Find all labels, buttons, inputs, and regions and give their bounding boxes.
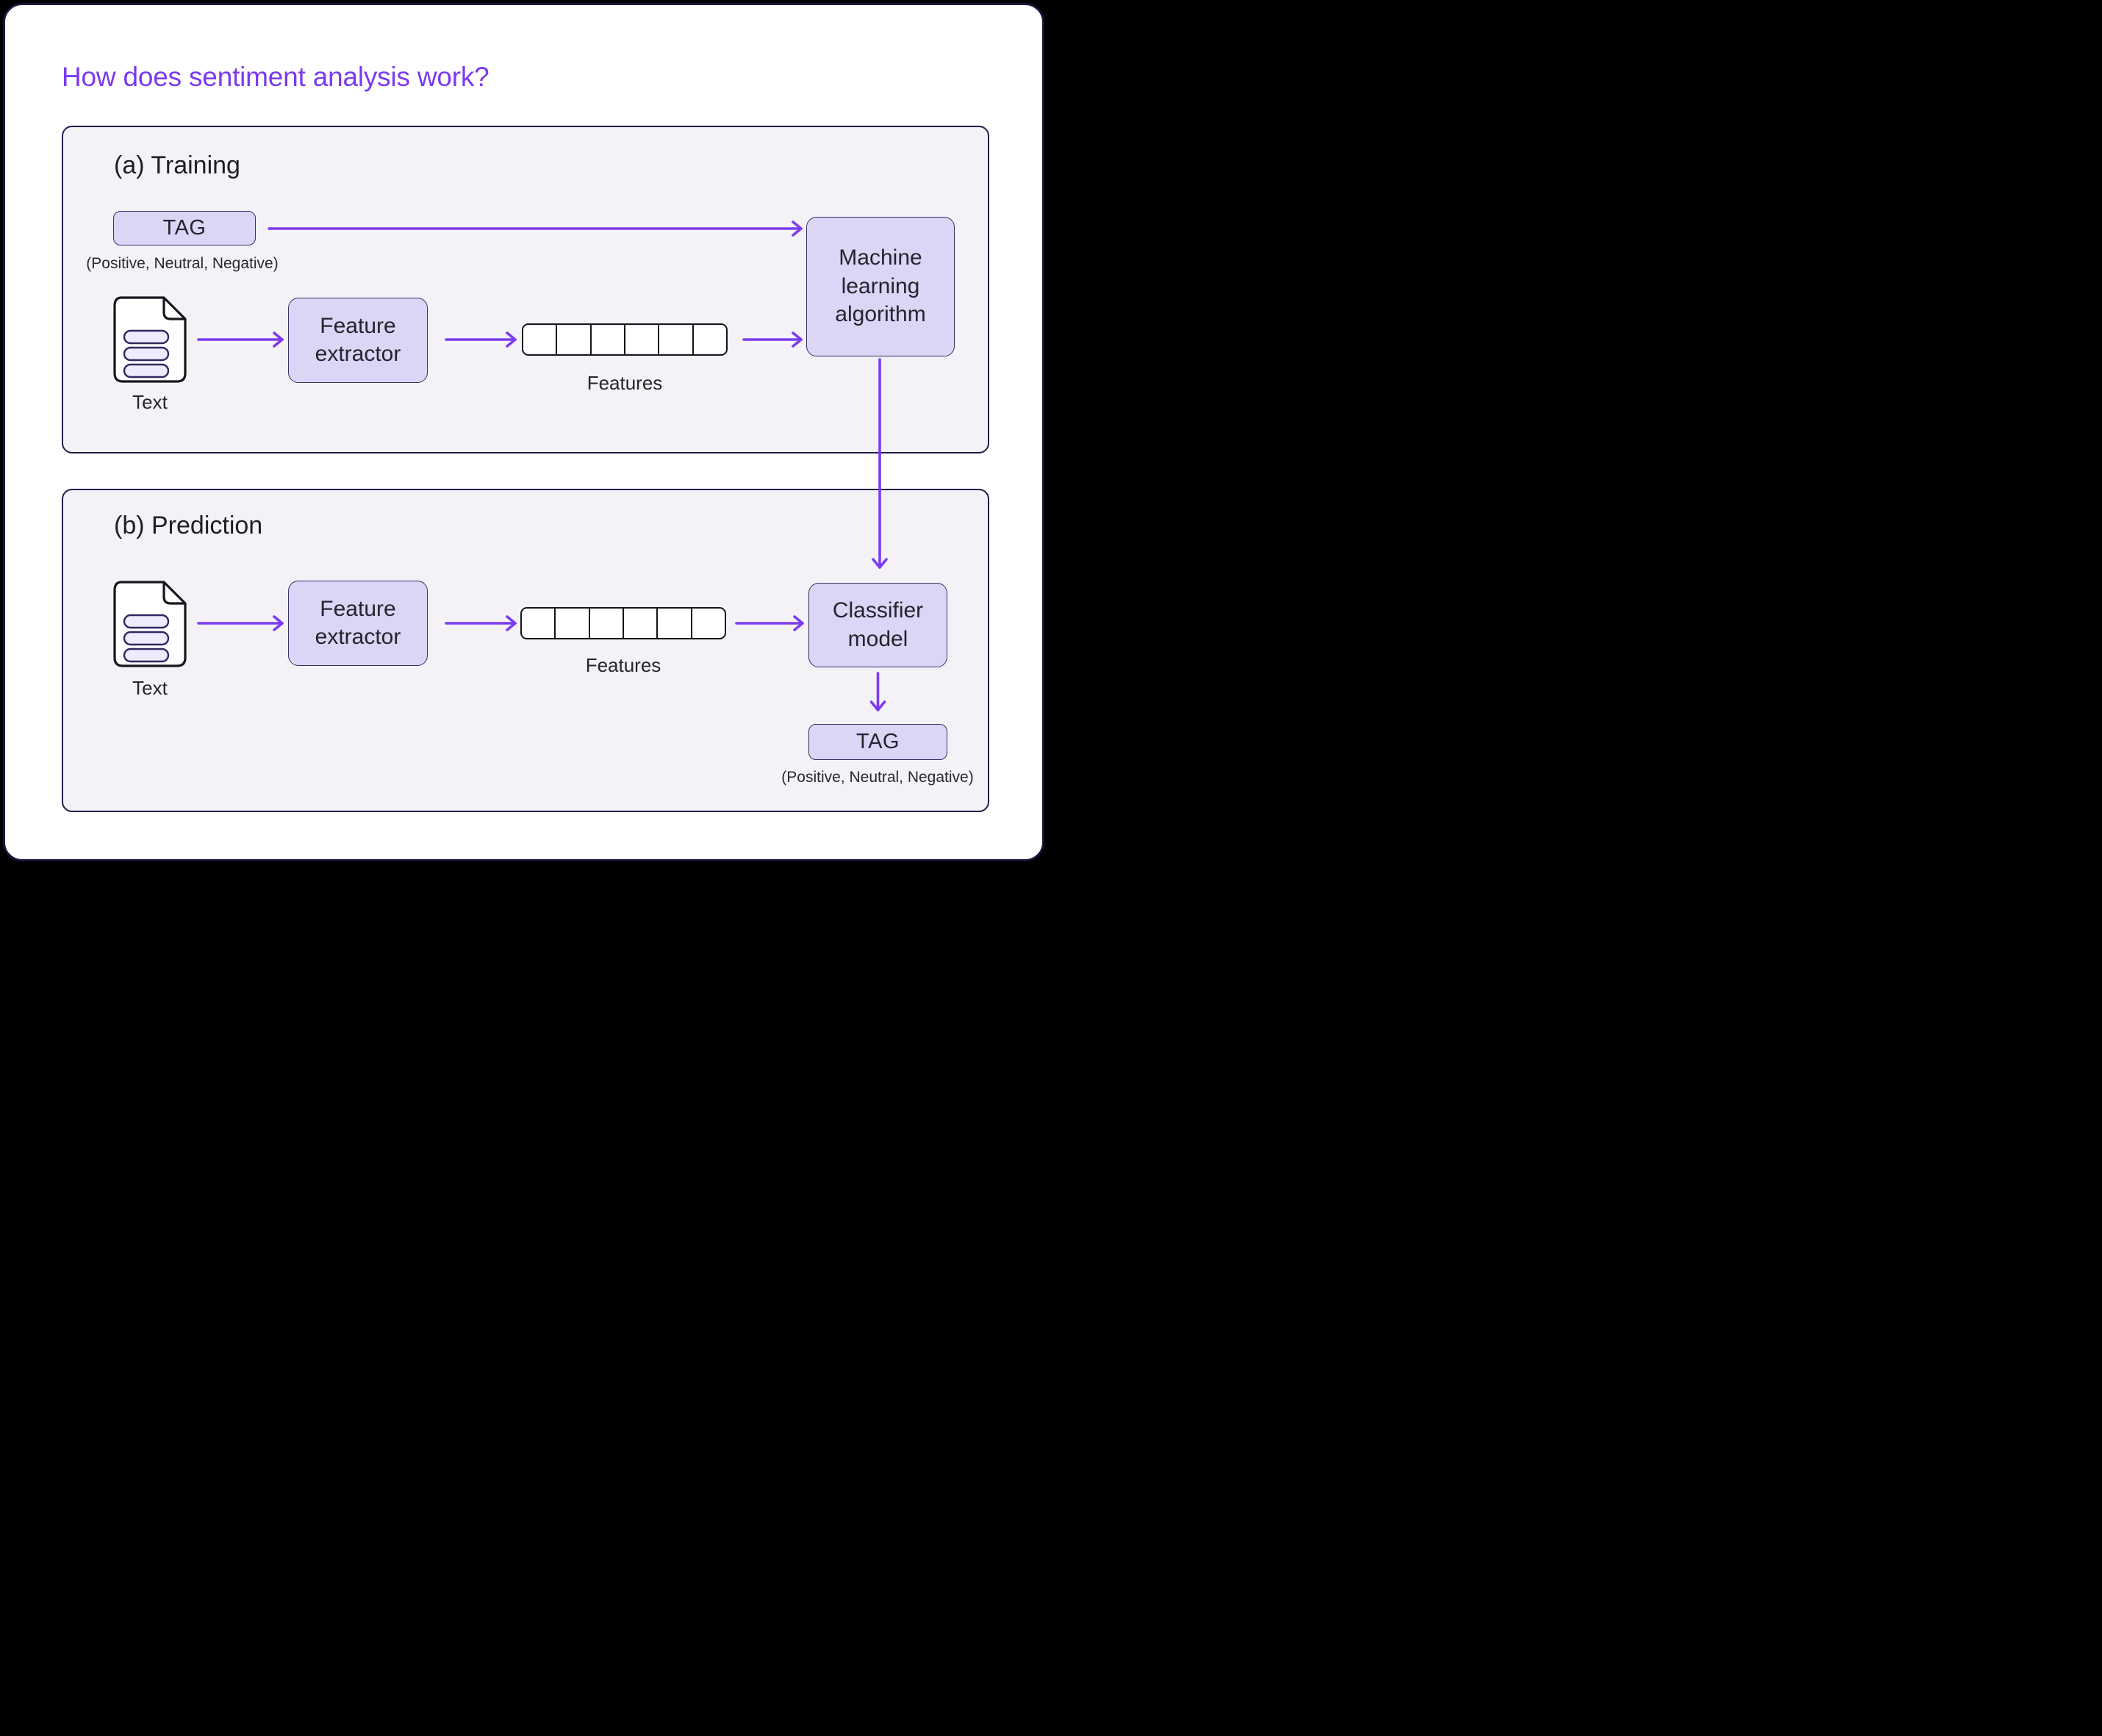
features-cell	[623, 325, 658, 354]
features-label-training: Features	[587, 372, 663, 394]
classifier-model-box: Classifier model	[808, 583, 947, 667]
tag-box-output: TAG	[808, 724, 947, 760]
tag-label: TAG	[856, 730, 900, 753]
text-label-training: Text	[132, 391, 168, 413]
text-label-prediction: Text	[132, 677, 168, 699]
page-title: How does sentiment analysis work?	[62, 62, 489, 92]
features-cell	[622, 609, 656, 638]
ml-algorithm-box: Machine learning algorithm	[806, 217, 955, 356]
features-cell	[690, 609, 725, 638]
classifier-model-label: Classifier model	[832, 598, 924, 651]
features-cell	[656, 609, 690, 638]
tag-box-training: TAG	[113, 211, 256, 245]
features-cell	[658, 325, 692, 354]
tag-label: TAG	[162, 216, 207, 240]
feature-extractor-box-training: Feature extractor	[288, 298, 428, 383]
prediction-heading: (b) Prediction	[114, 512, 263, 539]
training-heading: (a) Training	[114, 151, 240, 179]
features-cell	[554, 609, 588, 638]
ml-algorithm-label: Machine learning algorithm	[835, 245, 926, 327]
features-cell	[556, 325, 589, 354]
features-label-prediction: Features	[585, 654, 661, 676]
document-icon	[113, 296, 187, 383]
features-cell	[522, 609, 554, 638]
feature-extractor-label: Feature extractor	[315, 596, 401, 649]
feature-extractor-box-prediction: Feature extractor	[288, 581, 428, 666]
features-cell	[588, 609, 623, 638]
page-background: How does sentiment analysis work? (a) Tr…	[0, 0, 1051, 868]
tag-caption-training: (Positive, Neutral, Negative)	[86, 255, 279, 272]
features-bar-training	[522, 323, 728, 356]
tag-caption-output: (Positive, Neutral, Negative)	[781, 769, 974, 786]
features-cell	[589, 325, 624, 354]
features-cell	[692, 325, 726, 354]
features-cell	[523, 325, 556, 354]
document-icon	[113, 581, 187, 667]
feature-extractor-label: Feature extractor	[315, 313, 401, 366]
features-bar-prediction	[520, 607, 726, 639]
